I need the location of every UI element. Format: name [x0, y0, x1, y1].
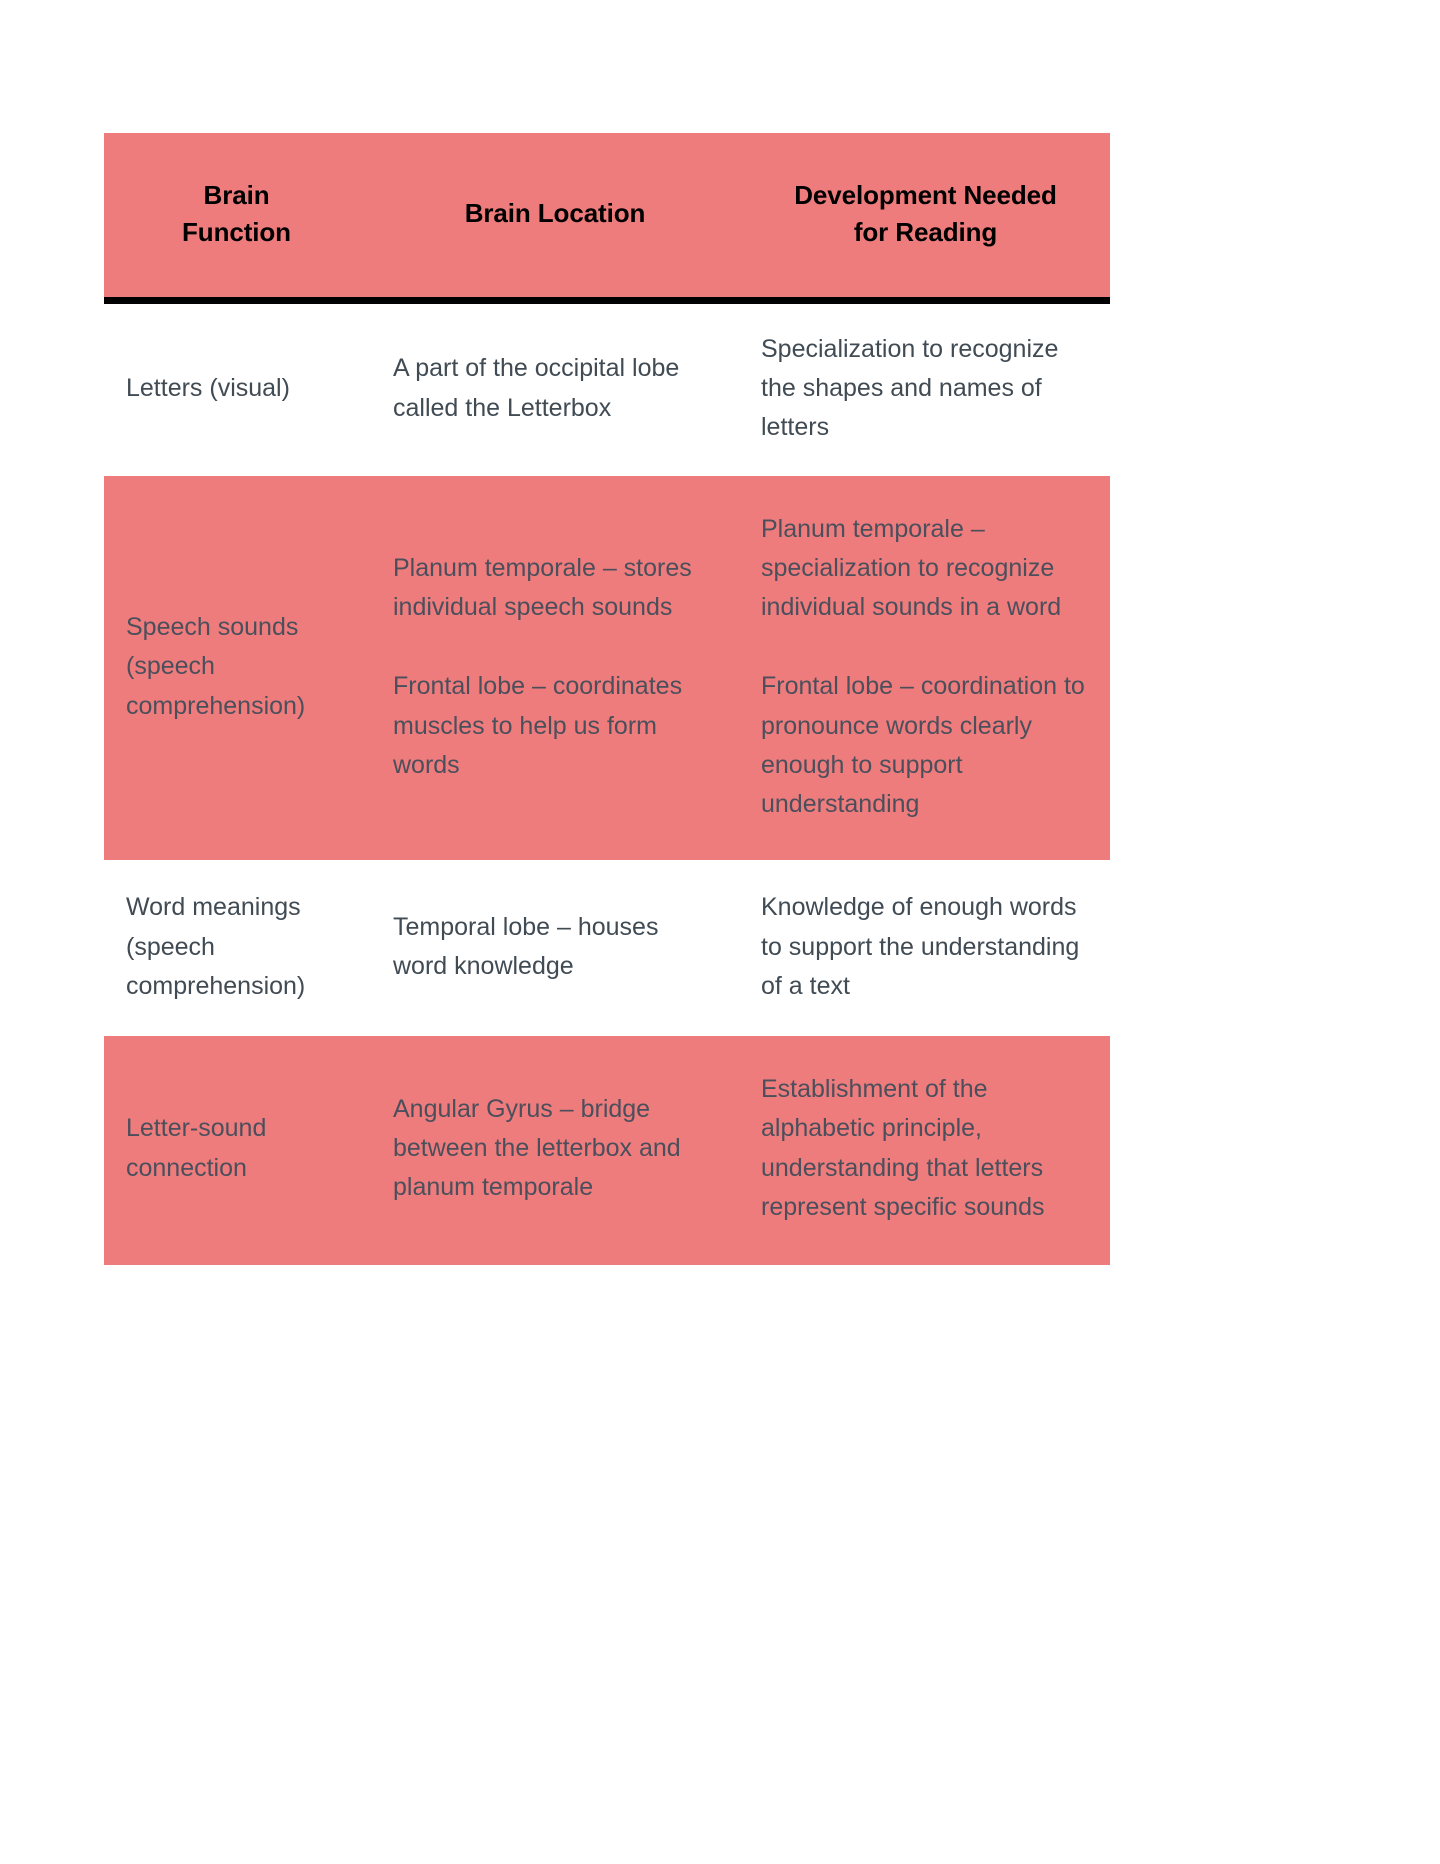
cell-text: Specialization to recognize the shapes a…: [761, 334, 1059, 442]
column-header-development-needed-line2: for Reading: [853, 216, 998, 247]
brain-function-table-container: Brain Function Brain Location Developmen…: [104, 133, 1110, 1266]
cell-development-needed: Specialization to recognize the shapes a…: [741, 300, 1110, 475]
cell-brain-location: Angular Gyrus – bridge between the lette…: [369, 1036, 741, 1265]
column-header-brain-function: Brain Function: [104, 133, 369, 304]
column-header-development-needed: Development Needed for Reading: [741, 133, 1110, 304]
table-row: Letters (visual) A part of the occipital…: [104, 300, 1110, 476]
column-header-brain-function-line1: Brain: [203, 180, 270, 210]
cell-text: Knowledge of enough words to support the…: [761, 893, 1080, 1000]
brain-function-table: Brain Function Brain Location Developmen…: [104, 133, 1110, 1266]
cell-text: A part of the occipital lobe called the …: [393, 354, 680, 422]
cell-text: Temporal lobe – houses word knowledge: [393, 912, 659, 981]
cell-development-needed: Establishment of the alphabetic principl…: [741, 1036, 1110, 1265]
cell-text: Letters (visual): [126, 374, 290, 403]
cell-brain-location: A part of the occipital lobe called the …: [369, 300, 741, 475]
cell-brain-location: Temporal lobe – houses word knowledge: [369, 860, 741, 1036]
cell-brain-function: Letters (visual): [104, 300, 369, 475]
cell-brain-function: Letter-sound connection: [104, 1036, 369, 1265]
cell-development-needed: Knowledge of enough words to support the…: [741, 860, 1110, 1036]
table-row: Letter-sound connection Angular Gyrus – …: [104, 1036, 1110, 1266]
column-header-development-needed-line1: Development Needed: [794, 180, 1057, 210]
cell-text: Word meanings (speech comprehension): [126, 893, 306, 1000]
cell-text: Letter-sound connection: [126, 1114, 267, 1182]
table-header: Brain Function Brain Location Developmen…: [104, 133, 1110, 304]
cell-brain-function: Word meanings (speech comprehension): [104, 860, 369, 1036]
table-row: Word meanings (speech comprehension) Tem…: [104, 860, 1110, 1037]
cell-text: Frontal lobe – coordination to pronounce…: [761, 672, 1085, 819]
cell-brain-function: Speech sounds (speech comprehension): [104, 476, 369, 861]
cell-brain-location: Planum temporale – stores individual spe…: [369, 476, 741, 861]
table-header-row: Brain Function Brain Location Developmen…: [104, 133, 1110, 304]
cell-text: Planum temporale – stores individual spe…: [393, 553, 692, 622]
table-body: Letters (visual) A part of the occipital…: [104, 300, 1110, 1266]
column-header-brain-location-line1: Brain Location: [464, 198, 646, 229]
cell-text: Establishment of the alphabetic principl…: [761, 1075, 1045, 1221]
column-header-brain-location: Brain Location: [369, 133, 741, 304]
table-row: Speech sounds (speech comprehension) Pla…: [104, 475, 1110, 861]
cell-text: Speech sounds (speech comprehension): [126, 613, 306, 720]
cell-development-needed: Planum temporale – specialization to rec…: [741, 476, 1110, 861]
cell-text: Angular Gyrus – bridge between the lette…: [393, 1094, 681, 1202]
column-header-brain-function-line2: Function: [182, 216, 291, 247]
cell-text: Frontal lobe – coordinates muscles to he…: [393, 672, 683, 779]
cell-text: Planum temporale – specialization to rec…: [761, 514, 1062, 622]
